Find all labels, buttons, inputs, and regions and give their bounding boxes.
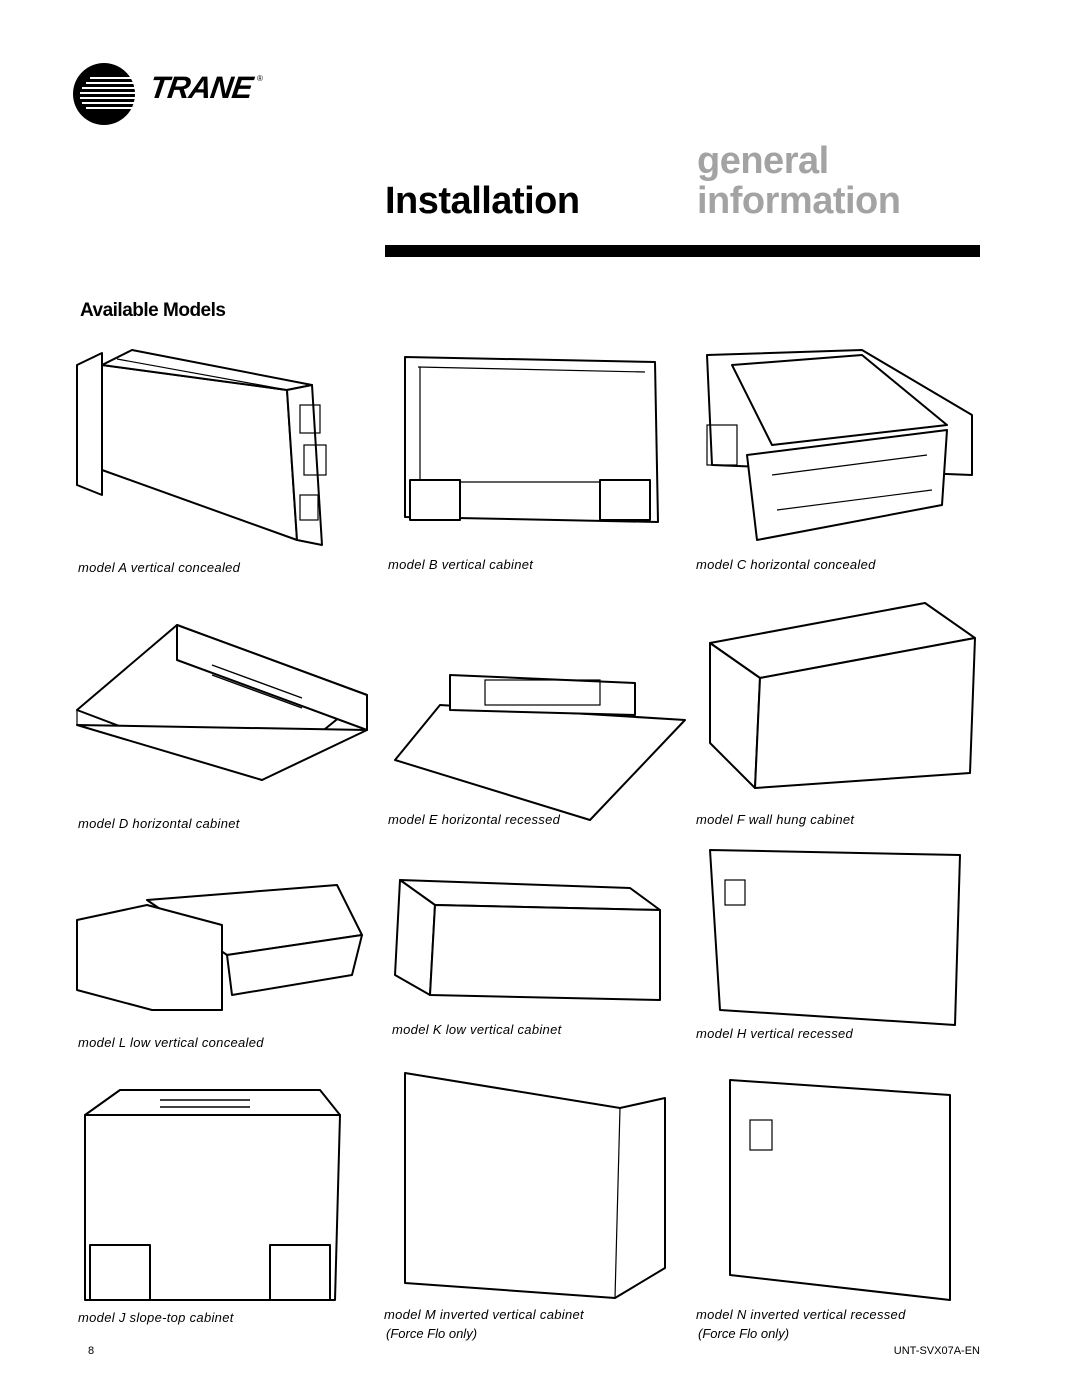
trane-globe-icon	[73, 63, 138, 125]
model-f-caption: model F wall hung cabinet	[696, 812, 855, 827]
model-j-drawing	[84, 1089, 341, 1301]
model-e-caption: model E horizontal recessed	[388, 812, 561, 827]
model-a-caption: model A vertical concealed	[78, 560, 241, 575]
model-k-caption: model K low vertical cabinet	[392, 1022, 562, 1037]
model-l-caption: model L low vertical concealed	[78, 1035, 264, 1050]
model-b-caption: model B vertical cabinet	[388, 557, 534, 572]
model-h-drawing	[709, 849, 961, 1026]
title-general: general	[697, 140, 829, 182]
registered-mark: ®	[257, 74, 263, 83]
model-n-drawing	[729, 1079, 951, 1301]
model-n-caption-line2: (Force Flo only)	[698, 1326, 790, 1341]
model-j-caption: model J slope-top cabinet	[78, 1310, 234, 1325]
trane-logo	[72, 62, 272, 126]
brand-name: TRANE	[147, 70, 255, 105]
model-l-drawing	[76, 884, 363, 1011]
model-m-caption: model M inverted vertical cabinet	[384, 1307, 584, 1322]
section-title: Available Models	[80, 300, 226, 321]
model-b-drawing	[404, 356, 659, 523]
document-code: UNT-SVX07A-EN	[893, 1345, 980, 1357]
model-c-drawing	[706, 349, 973, 541]
header-rule	[385, 245, 980, 257]
model-a-drawing	[76, 349, 327, 546]
page-number: 8	[88, 1345, 95, 1357]
model-k-drawing	[394, 879, 661, 1001]
model-f-drawing	[709, 602, 976, 789]
title-information: information	[697, 180, 901, 222]
model-d-drawing	[76, 624, 368, 781]
model-h-caption: model H vertical recessed	[696, 1026, 854, 1041]
title-installation: Installation	[385, 180, 580, 222]
model-d-caption: model D horizontal cabinet	[78, 816, 240, 831]
model-m-drawing	[404, 1072, 666, 1299]
model-n-caption: model N inverted vertical recessed	[696, 1307, 906, 1322]
model-e-drawing	[394, 674, 686, 821]
model-c-caption: model C horizontal concealed	[696, 557, 876, 572]
model-m-caption-line2: (Force Flo only)	[386, 1326, 478, 1341]
